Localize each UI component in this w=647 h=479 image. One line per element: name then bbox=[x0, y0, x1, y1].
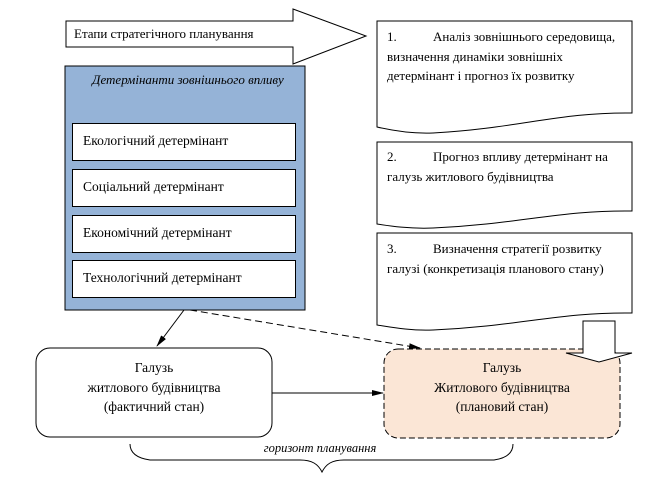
planned-node-shape bbox=[383, 348, 621, 439]
stage-3: 3.Визначення стратегії розвитку галузі (… bbox=[387, 239, 627, 278]
planned-node-line1: Галузь bbox=[482, 360, 522, 375]
stage-2-text: Прогноз впливу детермінант на галузь жит… bbox=[387, 149, 608, 184]
determinant-social: Соціальний детермінант bbox=[72, 169, 296, 207]
determinant-economic: Економічний детермінант bbox=[72, 215, 296, 253]
planned-node: Галузь Житлового будівництва (плановий с… bbox=[384, 358, 620, 417]
actual-node-line2: житлового будівництва bbox=[87, 379, 221, 395]
planned-node-line3: (плановий стан) bbox=[455, 399, 549, 414]
stages-header-arrow bbox=[65, 8, 368, 65]
stages-header-label: Етапи стратегічного планування bbox=[74, 26, 254, 41]
stage-1: 1.Аналіз зовнішнього середовища, визначе… bbox=[387, 27, 627, 86]
actual-node-line1: Галузь bbox=[134, 360, 174, 375]
determinants-title: Детермінанти зовнішнього впливу bbox=[92, 72, 284, 87]
actual-node-line3: (фактичний стан) bbox=[103, 399, 205, 414]
horizon-label: горизонт планування bbox=[263, 441, 377, 455]
down-block-arrow bbox=[565, 320, 633, 363]
stage-3-number: 3. bbox=[387, 241, 397, 256]
stage-1-number: 1. bbox=[387, 29, 397, 44]
stage-2-number: 2. bbox=[387, 149, 397, 164]
stage-2: 2.Прогноз впливу детермінант на галузь ж… bbox=[387, 147, 627, 186]
determinants-to-actual-arrow bbox=[156, 309, 185, 347]
stage-1-text: Аналіз зовнішнього середовища, визначенн… bbox=[387, 29, 616, 83]
planned-node-line2: Житлового будівництва bbox=[434, 379, 570, 395]
stage-box-1 bbox=[376, 20, 633, 134]
actual-node: Галузь житлового будівництва (фактичний … bbox=[36, 358, 272, 417]
determinants-to-planned-dashed-arrow bbox=[189, 309, 421, 350]
stage-box-3 bbox=[376, 232, 633, 331]
stage-box-2 bbox=[376, 141, 633, 229]
determinant-technological: Технологічний детермінант bbox=[72, 260, 296, 298]
determinant-ecological: Екологічний детермінант bbox=[72, 123, 296, 161]
horizon-brace bbox=[129, 443, 514, 474]
stage-3-text: Визначення стратегії розвитку галузі (ко… bbox=[387, 241, 604, 276]
